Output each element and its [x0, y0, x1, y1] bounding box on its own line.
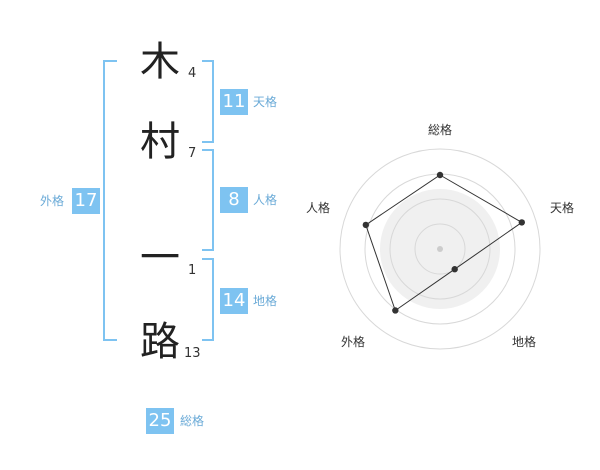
jinkaku-value: 8: [220, 187, 248, 213]
stroke-count-3: 1: [188, 263, 197, 278]
axis-label-jinkaku: 人格: [306, 200, 330, 215]
radar-ring: [339, 148, 541, 350]
radar-points: [362, 171, 525, 314]
axis-label-soukaku: 総格: [428, 122, 452, 137]
tenkaku-bracket: [202, 60, 214, 143]
axis-label-tenkaku: 天格: [550, 200, 574, 215]
radar-ring: [414, 223, 466, 275]
tenkaku-label: 天格: [253, 95, 278, 109]
soukaku-value: 25: [146, 408, 174, 434]
name-char-2: 村: [140, 119, 180, 165]
radar-chart: 総格 天格 地格 外格 人格: [306, 122, 574, 350]
chikaku-bracket: [202, 258, 214, 341]
chikaku-value: 14: [220, 288, 248, 314]
stroke-count-2: 7: [188, 146, 197, 161]
radar-point: [518, 219, 525, 226]
radar-series-polygon: [365, 174, 523, 312]
tenkaku-value: 11: [220, 89, 248, 115]
jinkaku-label: 人格: [253, 193, 278, 207]
radar-center-dot: [437, 246, 443, 252]
radar-point: [392, 307, 399, 314]
name-char-1: 木: [140, 39, 180, 85]
jinkaku-bracket: [202, 149, 214, 251]
axis-label-gaikaku: 外格: [341, 334, 365, 349]
gaikaku-value: 17: [72, 188, 100, 214]
stroke-count-4: 13: [184, 346, 201, 361]
stroke-count-1: 4: [188, 66, 197, 81]
name-char-3: 一: [140, 235, 180, 281]
radar-point: [436, 171, 444, 179]
gaikaku-label: 外格: [40, 194, 65, 208]
soukaku-label: 総格: [180, 414, 205, 428]
radar-point: [451, 266, 458, 273]
name-char-4: 路: [140, 319, 180, 365]
axis-label-chikaku: 地格: [512, 334, 536, 349]
chikaku-label: 地格: [253, 294, 278, 308]
gaikaku-bracket: [103, 60, 117, 341]
radar-point: [362, 221, 370, 229]
radar-ring: [389, 198, 491, 300]
